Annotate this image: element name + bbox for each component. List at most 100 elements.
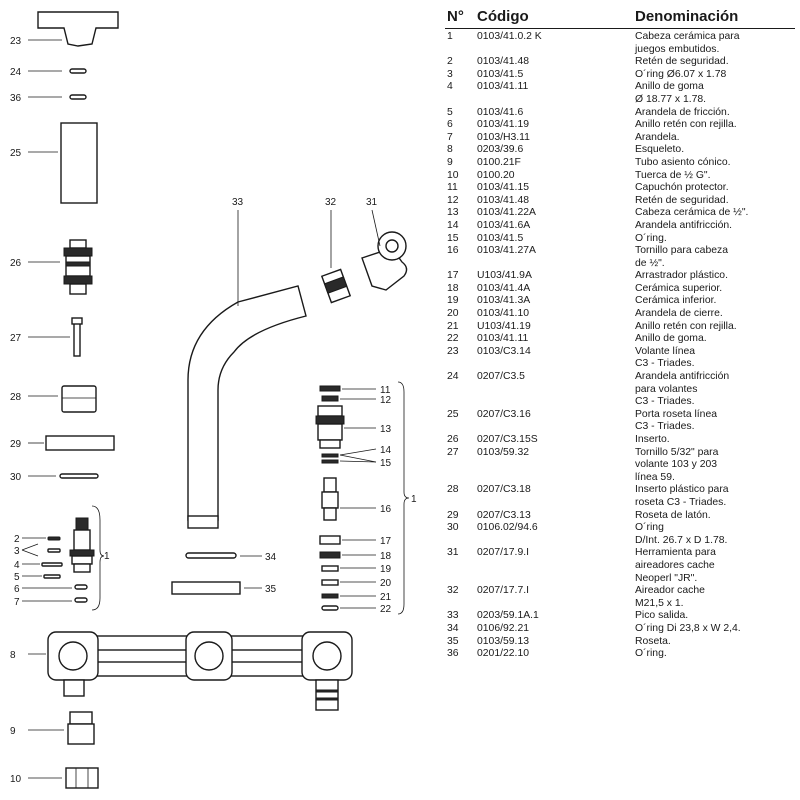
row-description: Cabeza cerámica de ½". [635,207,749,219]
row-number: 31 [447,547,459,559]
row-description: Pico salida. [635,610,689,622]
row-description: Esqueleto. [635,144,685,156]
row-code: 0207/C3.5 [477,371,525,383]
part-oring-36 [69,94,87,100]
label-8: 8 [10,650,16,661]
part-seal-2 [47,536,61,541]
label-10: 10 [10,774,22,785]
label-14: 14 [380,445,392,456]
header-description: Denominación [635,8,739,25]
row-code: 0203/59.1A.1 [477,610,539,622]
label-9: 9 [10,726,16,737]
row-code: 0207/C3.15S [477,434,538,445]
row-code: 0103/C3.14 [477,345,531,357]
row-code: 0103/59.32 [477,446,530,458]
row-description: O´ring. [635,232,667,244]
part-friction-washer-5 [43,574,61,579]
row-code: 0103/41.4A [477,282,531,294]
part-skeleton-8 [47,631,353,711]
part-oring-24 [69,68,87,74]
row-code: 0103/41.10 [477,308,530,320]
row-description: Arandela de fricción. [635,106,730,118]
row-description: Roseta de latón. [635,509,711,521]
row-description: Arandela de cierre. [635,308,723,320]
row-number: 30 [447,522,459,534]
row-number: 16 [447,245,459,257]
row-description: Volante línea C3 - Triades. [635,345,696,370]
row-description: Anillo retén con rejilla. [635,320,737,332]
row-code: 0201/22.10 [477,648,530,660]
row-number: 25 [447,408,459,420]
row-description: Herramienta para aireadores cache Neoper… [635,547,716,584]
row-code: 0207/C3.13 [477,509,531,521]
table-header: N° Código Denominación [445,8,795,29]
exploded-diagram: 23 24 36 25 26 27 28 29 30 [10,11,417,789]
row-description: Porta roseta línea C3 - Triades. [635,408,718,433]
row-number: 17 [447,270,459,282]
label-12: 12 [380,395,392,406]
row-number: 8 [447,144,453,156]
label-22: 22 [380,604,392,615]
row-number: 10 [447,169,459,181]
label-27: 27 [10,333,22,344]
row-description: Arandela. [635,131,680,143]
row-number: 15 [447,232,459,244]
label-15: 15 [380,458,392,469]
row-description: Tornillo para cabeza de ½". [635,245,728,269]
label-18: 18 [380,551,392,562]
row-description: Inserto plástico para roseta C3 - Triade… [635,484,729,508]
label-3: 3 [14,546,20,557]
row-code: 0103/41.3A [477,295,531,307]
row-description: Tornillo 5/32" para volante 103 y 203 lí… [635,446,719,483]
label-34: 34 [265,552,277,563]
row-code: 0103/41.48 [477,194,530,206]
label-33: 33 [232,197,244,208]
row-number: 6 [447,119,453,131]
row-description: Capuchón protector. [635,182,729,194]
row-code: 0207/17.7.I [477,585,529,597]
row-code: 0103/59.13 [477,635,530,647]
label-36: 36 [10,93,22,104]
part-oring-34 [185,552,237,559]
table-row: 29 0207/C3.13 Roseta de latón. [445,510,795,523]
row-code: 0106.02/94.6 [477,522,538,534]
row-description: Aireador cache M21,5 x 1. [635,585,705,609]
row-code: 0103/41.19 [477,119,530,131]
row-number: 26 [447,434,459,445]
row-code: 0103/41.15 [477,182,530,194]
row-code: 0103/41.5 [477,68,524,80]
row-number: 29 [447,509,459,521]
label-17: 17 [380,536,392,547]
label-26: 26 [10,258,22,269]
label-2: 2 [14,534,20,545]
row-description: O´ring. [635,648,667,660]
row-number: 7 [447,131,453,143]
row-code: 0103/41.11 [477,333,529,345]
row-code: 0100.20 [477,169,515,181]
part-brass-rosette-29 [45,435,115,451]
row-description: Cerámica superior. [635,282,723,294]
row-number: 21 [447,320,459,332]
label-35: 35 [265,584,277,595]
row-code: 0106/92.21 [477,622,530,634]
row-code: 0103/41.11 [477,81,529,93]
header-number: N° [447,8,464,25]
